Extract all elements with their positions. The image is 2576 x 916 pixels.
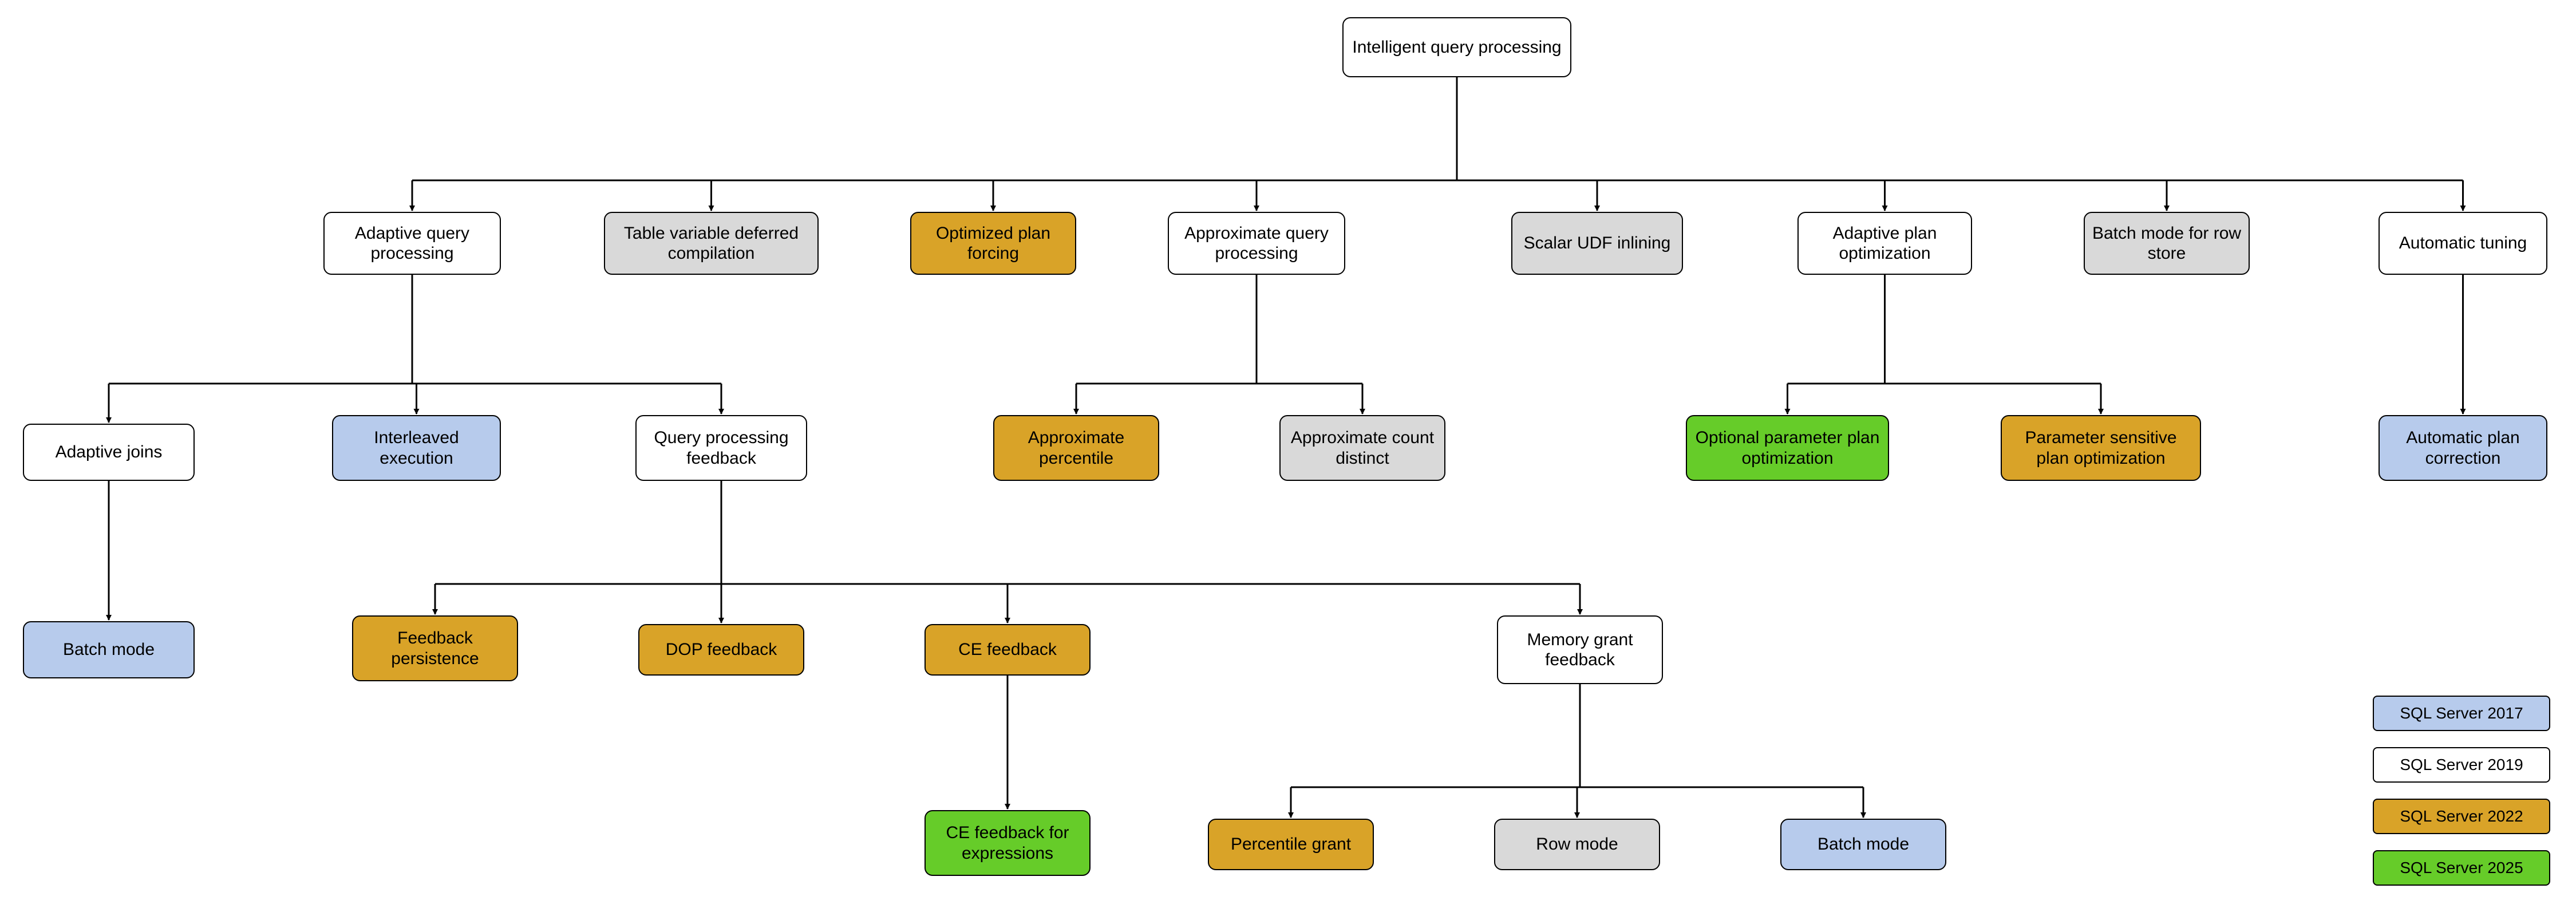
node-label: CE feedback for expressions — [946, 823, 1069, 863]
node-label: Feedback persistence — [391, 629, 479, 668]
legend-item-sql-server-2022: SQL Server 2022 — [2373, 799, 2550, 834]
node-label: Automatic plan correction — [2406, 428, 2520, 468]
node-label: Automatic tuning — [2399, 234, 2527, 253]
node-label: Parameter sensitive plan optimization — [2025, 428, 2177, 468]
node-cefe[interactable]: CE feedback for expressions — [924, 810, 1091, 876]
legend-item-sql-server-2019: SQL Server 2019 — [2373, 747, 2550, 783]
node-label: Scalar UDF inlining — [1523, 234, 1671, 253]
legend-label: SQL Server 2025 — [2400, 859, 2523, 876]
node-apq[interactable]: Approximate query processing — [1168, 212, 1345, 275]
node-tvdc[interactable]: Table variable deferred compilation — [604, 212, 819, 275]
node-sudf[interactable]: Scalar UDF inlining — [1511, 212, 1683, 275]
node-label: Batch mode — [1817, 835, 1910, 854]
node-label: Memory grant feedback — [1527, 630, 1633, 669]
legend-item-sql-server-2017: SQL Server 2017 — [2373, 696, 2550, 731]
node-bm2[interactable]: Batch mode — [1780, 819, 1946, 870]
node-acd[interactable]: Approximate count distinct — [1279, 415, 1445, 481]
node-cef[interactable]: CE feedback — [924, 624, 1091, 676]
node-label: Approximate count distinct — [1290, 428, 1435, 468]
node-qpf[interactable]: Query processing feedback — [635, 415, 807, 481]
node-iqp[interactable]: Intelligent query processing — [1342, 17, 1571, 77]
node-pspo[interactable]: Parameter sensitive plan optimization — [2001, 415, 2201, 481]
node-ap[interactable]: Approximate percentile — [993, 415, 1159, 481]
node-pg[interactable]: Percentile grant — [1208, 819, 1374, 870]
node-label: Percentile grant — [1230, 835, 1352, 854]
node-label: Intelligent query processing — [1352, 37, 1562, 57]
node-label: Adaptive joins — [55, 443, 163, 462]
legend-item-sql-server-2025: SQL Server 2025 — [2373, 850, 2550, 886]
node-label: Batch mode for row store — [2092, 223, 2242, 263]
node-oppo[interactable]: Optional parameter plan optimization — [1686, 415, 1889, 481]
legend-label: SQL Server 2017 — [2400, 704, 2523, 722]
node-apc[interactable]: Automatic plan correction — [2379, 415, 2547, 481]
node-dopf[interactable]: DOP feedback — [638, 624, 804, 676]
node-label: Batch mode — [62, 640, 155, 660]
node-aqp[interactable]: Adaptive query processing — [323, 212, 501, 275]
node-label: Optional parameter plan optimization — [1695, 428, 1880, 468]
node-label: Row mode — [1536, 835, 1618, 854]
node-apo[interactable]: Adaptive plan optimization — [1797, 212, 1972, 275]
node-at[interactable]: Automatic tuning — [2379, 212, 2547, 275]
node-bmrs[interactable]: Batch mode for row store — [2084, 212, 2250, 275]
node-label: Optimized plan forcing — [935, 223, 1051, 263]
node-label: Adaptive plan optimization — [1832, 223, 1937, 263]
node-aj[interactable]: Adaptive joins — [23, 424, 195, 481]
node-label: Table variable deferred compilation — [623, 223, 799, 263]
node-bm1[interactable]: Batch mode — [23, 621, 195, 678]
node-label: DOP feedback — [665, 640, 777, 660]
legend-label: SQL Server 2019 — [2400, 756, 2523, 773]
node-label: Adaptive query processing — [354, 223, 470, 263]
node-ie[interactable]: Interleaved execution — [332, 415, 501, 481]
node-opf[interactable]: Optimized plan forcing — [910, 212, 1076, 275]
node-fp[interactable]: Feedback persistence — [352, 615, 518, 681]
legend-label: SQL Server 2022 — [2400, 807, 2523, 825]
node-label: Interleaved execution — [374, 428, 459, 468]
node-rm[interactable]: Row mode — [1494, 819, 1660, 870]
node-label: CE feedback — [958, 640, 1057, 660]
node-label: Query processing feedback — [654, 428, 789, 468]
node-label: Approximate percentile — [1028, 428, 1125, 468]
node-label: Approximate query processing — [1184, 223, 1329, 263]
node-mgf[interactable]: Memory grant feedback — [1497, 615, 1663, 684]
